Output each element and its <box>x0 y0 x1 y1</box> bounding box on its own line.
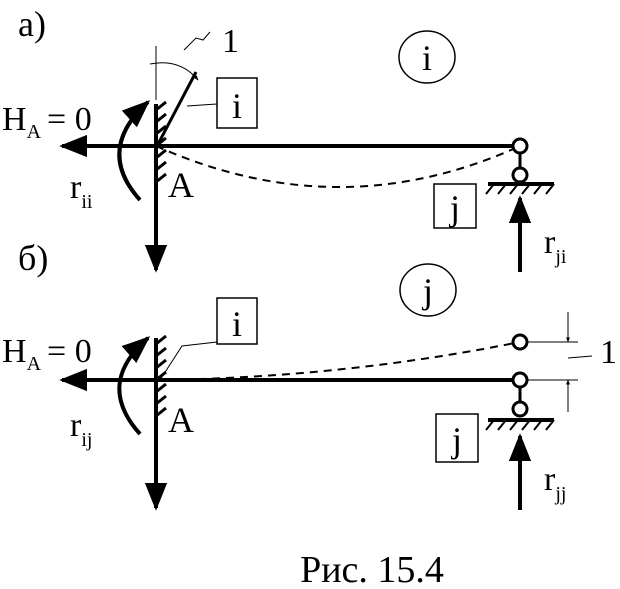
boxed-i-b-label: i <box>232 304 242 344</box>
moment-label-a: rii <box>70 169 93 213</box>
deflected-shape-a <box>155 145 521 188</box>
deflected-shape-b <box>155 341 521 381</box>
boxed-j-a-label: j <box>448 188 460 228</box>
boxed-i-b-leader <box>159 341 218 381</box>
rotation-leader <box>183 31 211 51</box>
ha-label-b: HA= 0 <box>2 333 92 375</box>
ha-label-a: HA= 0 <box>2 101 92 143</box>
node-circle-j <box>399 263 457 317</box>
right-support-a <box>485 137 555 195</box>
panel-a-label: а) <box>18 4 46 44</box>
panel-b-label: б) <box>18 238 48 278</box>
displacement-dimension <box>528 312 593 412</box>
boxed-j-b-label: j <box>450 420 462 460</box>
displacement-value-label: 1 <box>600 334 617 371</box>
support-a-label: A <box>168 165 194 205</box>
boxed-i-a-leader <box>186 103 218 107</box>
boxed-i-a <box>216 77 258 129</box>
boxed-i-a-label: i <box>232 86 242 126</box>
panel-a: а) i HA= 0 1 i <box>2 4 567 273</box>
node-circle-i <box>398 30 456 84</box>
fixed-support-b <box>154 334 167 418</box>
reaction-label-b: rjj <box>544 461 566 505</box>
boxed-j-a <box>433 183 477 229</box>
moment-arrow-b <box>117 336 151 436</box>
moment-label-b: rij <box>70 407 92 451</box>
reaction-label-a: rji <box>544 224 567 268</box>
support-a-label-b: A <box>168 400 194 440</box>
fixed-support-a <box>154 100 167 184</box>
figure-caption: Рис. 15.4 <box>300 549 444 589</box>
rotation-value-label: 1 <box>222 23 239 60</box>
rotated-end-line <box>154 71 198 149</box>
rotation-arc <box>149 62 199 81</box>
boxed-j-b <box>435 413 479 463</box>
node-label-j: j <box>421 271 433 311</box>
displaced-node-j <box>511 333 529 351</box>
node-label-i: i <box>422 38 432 78</box>
right-support-b <box>485 371 555 431</box>
boxed-i-b <box>216 297 258 345</box>
moment-arrow-a <box>117 100 151 202</box>
panel-b: б) j HA= 0 i <box>2 238 617 511</box>
